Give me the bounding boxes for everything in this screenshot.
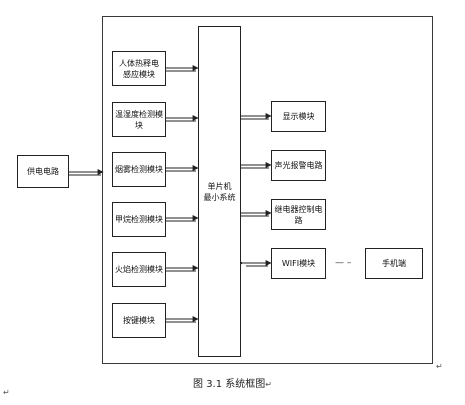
methane-detector-label: 甲烷检测模块 (115, 215, 163, 224)
flame-detector-block: 火焰检测模块 (112, 252, 166, 287)
phone-block: 手机端 (365, 248, 423, 279)
smoke-detector-label: 烟雾检测模块 (115, 165, 163, 174)
system-frame (102, 16, 433, 364)
caption-paragraph-mark: ↵ (265, 380, 272, 389)
wifi-module-label: WIFI模块 (281, 259, 316, 268)
paragraph-mark-frame: ↵ (436, 362, 443, 371)
keypad-label: 按键模块 (123, 316, 155, 325)
temp-humidity-block: 温湿度检测模块 (112, 102, 166, 137)
flame-detector-label: 火焰检测模块 (115, 265, 163, 274)
mcu-label-line2: 最小系统 (203, 192, 236, 202)
alarm-circuit-block: 声光报警电路 (271, 150, 326, 181)
mcu-label-line1: 单片机 (207, 181, 232, 191)
figure-caption: 图 3.1 系统框图↵ (0, 375, 465, 390)
display-module-label: 显示模块 (282, 112, 315, 121)
power-supply-block: 供电电路 (17, 155, 69, 188)
wifi-module-block: WIFI模块 (271, 248, 326, 279)
pir-sensor-label-line1: 人体热释电 (119, 58, 159, 68)
phone-label: 手机端 (382, 259, 406, 268)
relay-control-label: 继电器控制电路 (274, 204, 323, 225)
display-module-block: 显示模块 (271, 101, 326, 132)
temp-humidity-label: 温湿度检测模块 (115, 109, 163, 130)
power-supply-label: 供电电路 (27, 167, 59, 176)
smoke-detector-block: 烟雾检测模块 (112, 152, 166, 187)
alarm-circuit-label: 声光报警电路 (274, 161, 323, 170)
mcu-block: 单片机 最小系统 (198, 26, 241, 357)
paragraph-mark-left: ↵ (3, 388, 10, 397)
wireless-link-dashes: — – (335, 258, 352, 268)
methane-detector-block: 甲烷检测模块 (112, 202, 166, 237)
pir-sensor-label-line2: 感应模块 (123, 69, 155, 79)
relay-control-block: 继电器控制电路 (271, 199, 326, 230)
figure-caption-text: 图 3.1 系统框图 (193, 379, 266, 390)
pir-sensor-block: 人体热释电 感应模块 (112, 51, 166, 86)
keypad-block: 按键模块 (112, 303, 166, 338)
